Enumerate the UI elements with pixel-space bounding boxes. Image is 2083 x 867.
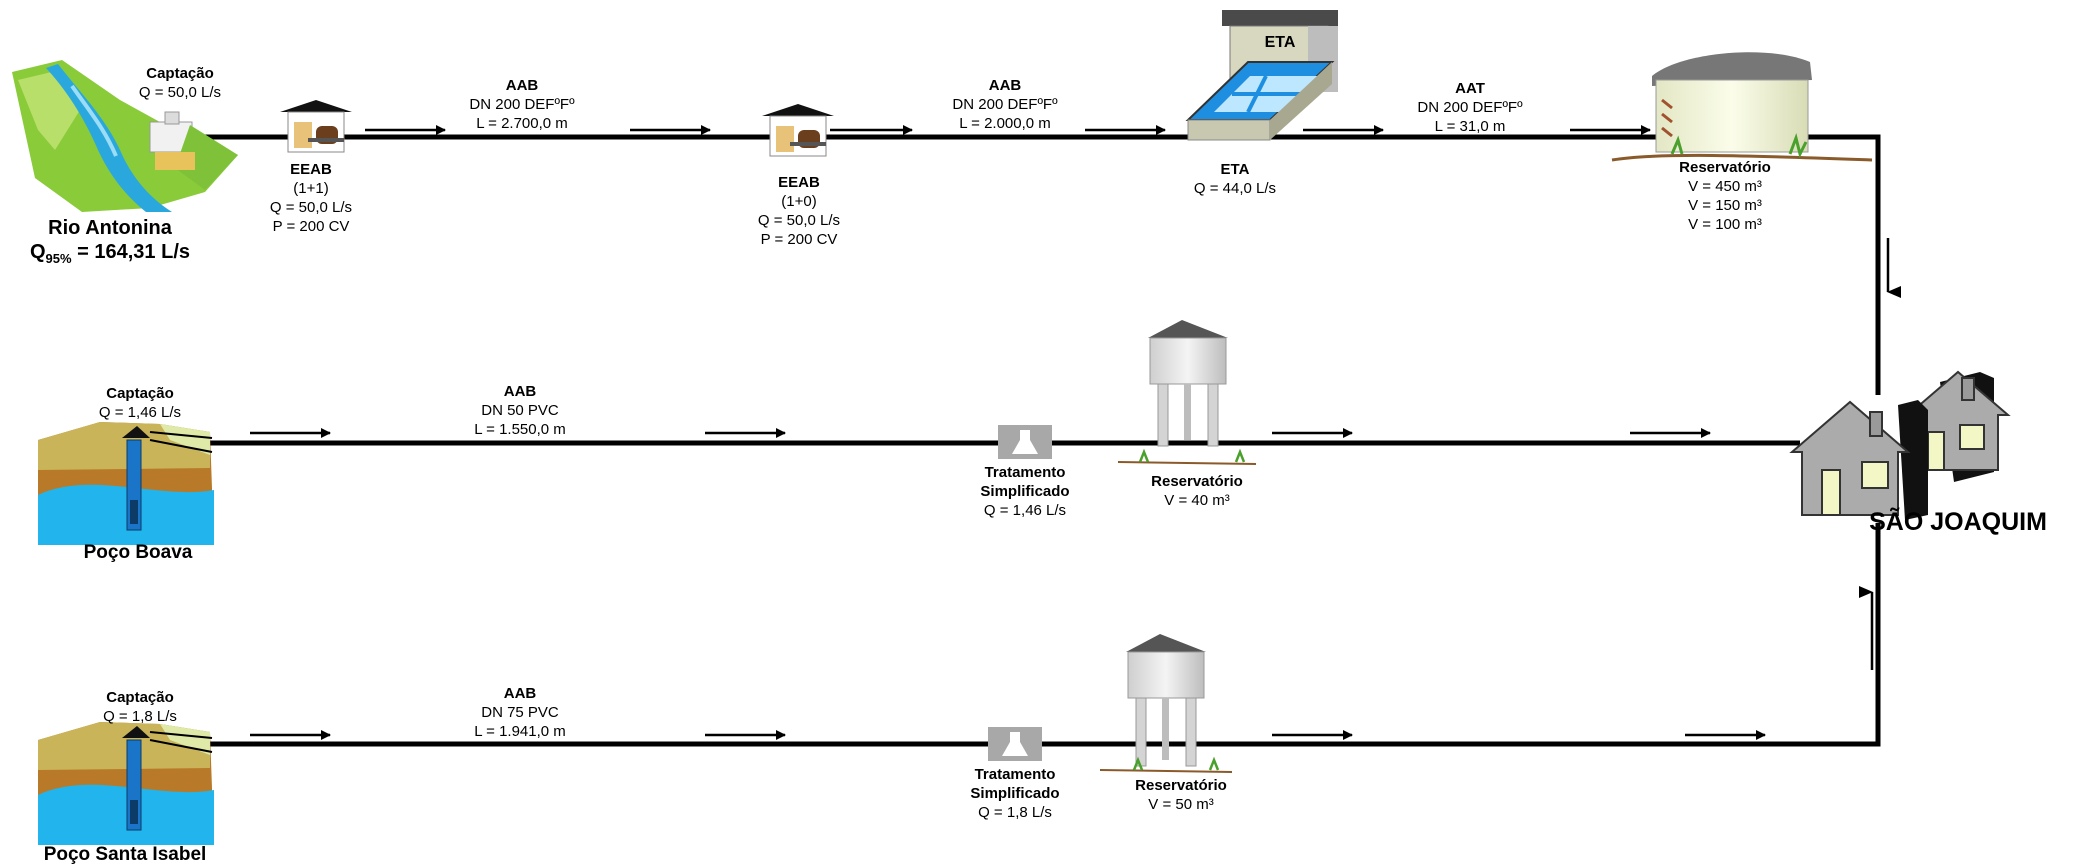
reservatorio-title: Reservatório (1679, 159, 1771, 176)
reservatorio-volume: V = 100 m³ (1688, 216, 1762, 233)
tratamento-line2: Simplificado (970, 785, 1060, 802)
aab-dn: DN 50 PVC (481, 402, 559, 419)
river-intake-icon (12, 60, 238, 212)
eeab2-label: EEAB (1+0) Q = 50,0 L/s P = 200 CV (746, 173, 852, 249)
aab1-label: AAB DN 200 DEFºFº L = 2.700,0 m (442, 76, 602, 133)
tratamento-line1: Tratamento (974, 766, 1056, 783)
aab1-dn: DN 200 DEFºFº (469, 96, 575, 113)
aab-length: L = 1.550,0 m (474, 421, 566, 438)
tratamento-line1: Tratamento (984, 464, 1066, 481)
aab1-length: L = 2.700,0 m (476, 115, 568, 132)
aab2-dn: DN 200 DEFºFº (952, 96, 1058, 113)
captacao-title: Captação (146, 65, 214, 82)
reservatorio-volume: V = 40 m³ (1164, 492, 1230, 509)
pipeline-row1 (185, 134, 1881, 395)
aab1-title: AAB (505, 77, 539, 94)
river-name: Rio Antonina (48, 217, 172, 239)
water-tower-icon (1117, 320, 1257, 465)
aat-dn: DN 200 DEFºFº (1417, 99, 1523, 116)
aab2-title: AAB (988, 77, 1022, 94)
eta-sign: ETA (1264, 34, 1296, 51)
eeab2-title: EEAB (778, 174, 820, 191)
main-reservoir-icon (1611, 52, 1873, 162)
flask-icon (988, 727, 1042, 761)
aab2-label: AAB DN 200 DEFºFº L = 2.000,0 m (925, 76, 1085, 133)
eeab2-flow: Q = 50,0 L/s (757, 212, 841, 229)
flow-arrows (250, 125, 1766, 740)
eeab2-power: P = 200 CV (760, 231, 838, 248)
eeab1-label: EEAB (1+1) Q = 50,0 L/s P = 200 CV (258, 160, 364, 236)
aat-length: L = 31,0 m (1434, 118, 1506, 135)
well-icon (38, 722, 214, 845)
treatment-plant-icon (1185, 10, 1338, 141)
well-icon (38, 422, 214, 545)
eeab2-config: (1+0) (781, 193, 817, 210)
reservatorio-santa-isabel-label: Reservatório V = 50 m³ (1116, 776, 1246, 814)
river-q95: Q95% = 164,31 L/s (29, 241, 190, 266)
captacao-flow: Q = 50,0 L/s (138, 84, 222, 101)
tratamento-santa-isabel-label: Tratamento Simplificado Q = 1,8 L/s (950, 765, 1080, 822)
aab-santa-isabel-label: AAB DN 75 PVC L = 1.941,0 m (440, 684, 600, 741)
tratamento-flow: Q = 1,8 L/s (978, 804, 1052, 821)
aab-boava-label: AAB DN 50 PVC L = 1.550,0 m (440, 382, 600, 439)
poco-santa-isabel-name: Poço Santa Isabel (43, 844, 207, 865)
eta-flow: Q = 44,0 L/s (1193, 180, 1277, 197)
captacao-boava-label: Captação Q = 1,46 L/s (80, 384, 200, 422)
eeab1-power: P = 200 CV (272, 218, 350, 235)
tratamento-flow: Q = 1,46 L/s (983, 502, 1067, 519)
captacao-flow: Q = 1,8 L/s (103, 708, 177, 725)
water-tower-icon (1099, 634, 1233, 773)
rio-antonina-label: Rio Antonina Q95% = 164,31 L/s (10, 216, 210, 271)
aab2-length: L = 2.000,0 m (959, 115, 1051, 132)
city-houses-icon (1789, 370, 2011, 520)
eeab1-title: EEAB (290, 161, 332, 178)
captacao-santa-isabel-label: Captação Q = 1,8 L/s (80, 688, 200, 726)
reservatorio-volume: V = 450 m³ (1688, 178, 1762, 195)
aab-title: AAB (503, 383, 537, 400)
aab-length: L = 1.941,0 m (474, 723, 566, 740)
eta-label: ETA Q = 44,0 L/s (1180, 160, 1290, 198)
reservatorio-main-label: Reservatório V = 450 m³ V = 150 m³ V = 1… (1660, 158, 1790, 234)
tratamento-line2: Simplificado (980, 483, 1070, 500)
captacao-title: Captação (106, 385, 174, 402)
eeab1-flow: Q = 50,0 L/s (269, 199, 353, 216)
pump-station-icon (762, 104, 834, 157)
reservatorio-volume: V = 50 m³ (1148, 796, 1214, 813)
eta-title: ETA (1220, 161, 1250, 178)
reservatorio-title: Reservatório (1135, 777, 1227, 794)
poco-boava-name: Poço Boava (83, 542, 193, 563)
captacao-rio-label: Captação Q = 50,0 L/s (130, 64, 230, 102)
reservatorio-volume: V = 150 m³ (1688, 197, 1762, 214)
aab-title: AAB (503, 685, 537, 702)
captacao-title: Captação (106, 689, 174, 706)
sao-joaquim-label: SÃO JOAQUIM (1869, 508, 2047, 536)
aab-dn: DN 75 PVC (481, 704, 559, 721)
reservatorio-boava-label: Reservatório V = 40 m³ (1132, 472, 1262, 510)
captacao-flow: Q = 1,46 L/s (98, 404, 182, 421)
aat-title: AAT (1455, 80, 1485, 97)
aat-label: AAT DN 200 DEFºFº L = 31,0 m (1390, 79, 1550, 136)
pipeline-row3 (210, 523, 1881, 747)
eeab1-config: (1+1) (293, 180, 329, 197)
flask-icon (998, 425, 1052, 459)
pump-station-icon (280, 100, 352, 153)
reservatorio-title: Reservatório (1151, 473, 1243, 490)
tratamento-boava-label: Tratamento Simplificado Q = 1,46 L/s (960, 463, 1090, 520)
